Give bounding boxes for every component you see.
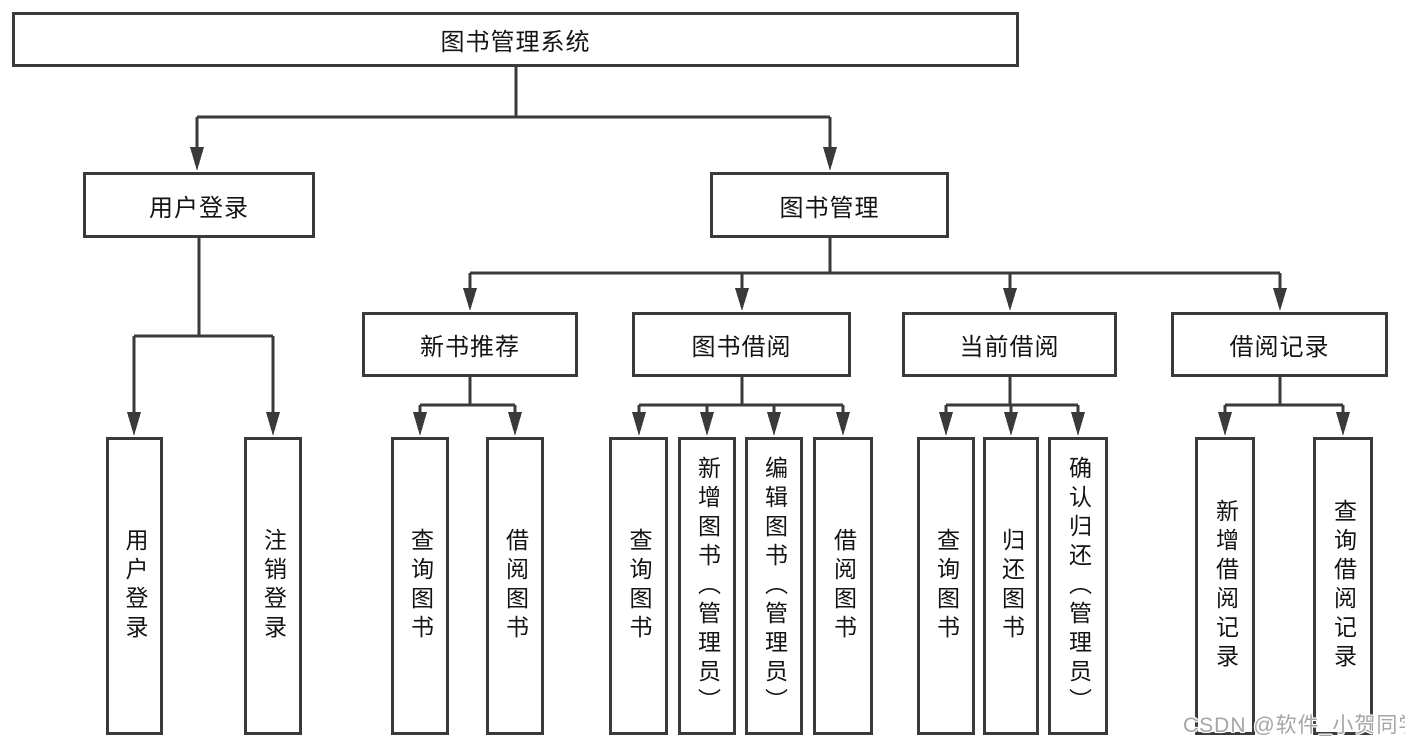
connector-book-borrow-split (637, 377, 845, 416)
connector-user-login-split (132, 238, 275, 416)
node-library-management-system: 图书管理系统 (12, 12, 1019, 67)
leaf-query-books-current: 查询图书 (917, 437, 975, 735)
leaf-confirm-return-admin: 确认归还（管理员） (1048, 437, 1108, 735)
leaf-return-books: 归还图书 (983, 437, 1039, 735)
node-current-borrow: 当前借阅 (902, 312, 1117, 377)
node-borrow-records: 借阅记录 (1171, 312, 1388, 377)
leaf-query-books-recommend: 查询图书 (391, 437, 449, 735)
leaf-query-books-borrow: 查询图书 (609, 437, 668, 735)
connector-borrow-records-split (1223, 377, 1345, 416)
leaf-query-borrow-record: 查询借阅记录 (1313, 437, 1373, 735)
leaf-add-borrow-record: 新增借阅记录 (1195, 437, 1255, 735)
leaf-add-books-admin: 新增图书（管理员） (678, 437, 736, 735)
arrowheads (127, 147, 1350, 436)
node-book-management: 图书管理 (710, 172, 949, 238)
connector-new-book-split (418, 377, 517, 416)
connector-current-borrow-split (944, 377, 1080, 416)
leaf-borrow-books: 借阅图书 (813, 437, 873, 735)
node-new-book-recommend: 新书推荐 (362, 312, 578, 377)
leaf-logout: 注销登录 (244, 437, 302, 735)
node-user-login: 用户登录 (83, 172, 315, 238)
leaf-borrow-books-recommend: 借阅图书 (486, 437, 544, 735)
node-book-borrow: 图书借阅 (632, 312, 851, 377)
csdn-watermark: CSDN @软件_小贺同学 (1183, 714, 1405, 737)
connector-book-management-split (468, 238, 1282, 290)
connector-root-split (195, 67, 832, 150)
leaf-edit-books-admin: 编辑图书（管理员） (745, 437, 803, 735)
leaf-user-login: 用户登录 (106, 437, 163, 735)
